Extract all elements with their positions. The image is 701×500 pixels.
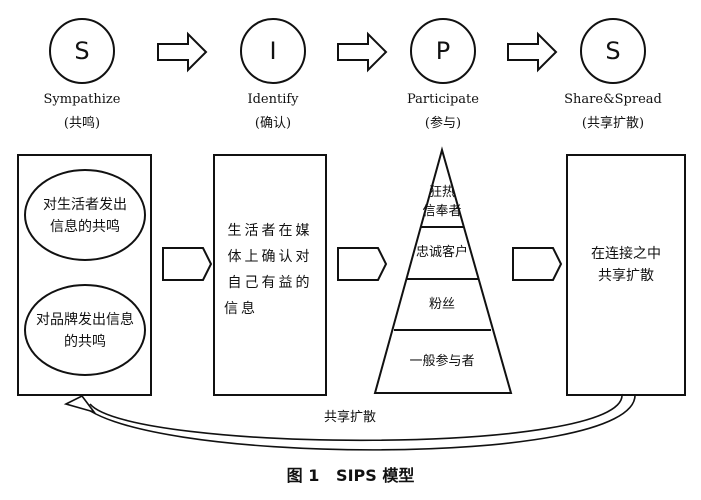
stage-i-circle: I (240, 18, 306, 84)
text-line: 信奉者 (422, 204, 462, 219)
stage-letter: S (74, 37, 90, 65)
mid-arrow-2 (337, 247, 388, 281)
panel-share-spread (566, 154, 686, 396)
feedback-arrow-outer (77, 393, 636, 451)
pyramid-label-enthusiasts: 狂热 信奉者 (412, 183, 472, 221)
top-arrow-3 (507, 31, 558, 73)
text-line: 在连接之中 (591, 246, 661, 262)
stage-share-circle: S (580, 18, 646, 84)
ellipse-top-text: 对生活者发出 信息的共鸣 (28, 194, 142, 238)
text-line: 的共鸣 (64, 334, 106, 350)
text-line: 生活者在媒 (227, 223, 313, 239)
stage-zh-sympathize: (共鸣) (63, 116, 101, 131)
text-line: 体上确认对 (227, 249, 313, 265)
text-line: 信息 (224, 301, 258, 317)
stage-zh-participate: (参与) (424, 116, 462, 131)
top-arrow-1 (157, 31, 208, 73)
ellipse-consumer-info (24, 169, 146, 261)
panel-identify (213, 154, 327, 396)
stage-zh-identify: (确认) (254, 116, 292, 131)
pyramid-label-participants: 一般参与者 (409, 354, 475, 369)
stage-p-circle: P (410, 18, 476, 84)
stage-s-circle: S (49, 18, 115, 84)
stage-name-participate: Participate (407, 92, 479, 107)
feedback-arrow-head (63, 394, 97, 414)
text-line: 对生活者发出 (43, 197, 127, 213)
mid-arrow-1 (162, 247, 213, 281)
feedback-arrow-inner (89, 393, 623, 442)
ellipse-brand-info (24, 284, 146, 376)
pyramid-label-fans: 粉丝 (428, 297, 455, 312)
text-line: 狂热 (428, 185, 455, 200)
text-line: 共享扩散 (598, 268, 654, 284)
text-line: 信息的共鸣 (50, 219, 120, 235)
share-spread-text: 在连接之中 共享扩散 (569, 243, 683, 287)
stage-letter: S (605, 37, 621, 65)
identify-text: 生活者在媒 体上确认对 自己有益的 信息 (216, 218, 324, 322)
pyramid (373, 146, 513, 394)
text-line: 自己有益的 (227, 275, 313, 291)
top-arrow-2 (337, 31, 388, 73)
stage-name-identify: Identify (247, 92, 299, 107)
pyramid-label-loyal: 忠诚客户 (415, 245, 468, 260)
stage-name-sympathize: Sympathize (43, 92, 121, 107)
text-line: 对品牌发出信息 (36, 312, 134, 328)
mid-arrow-3 (512, 247, 563, 281)
stage-letter: I (269, 37, 277, 65)
stage-name-share-spread: Share&Spread (564, 92, 662, 107)
stage-letter: P (435, 37, 451, 65)
figure-caption: 图 1 SIPS 模型 (286, 466, 415, 485)
stage-zh-share-spread: (共享扩散) (581, 116, 645, 131)
feedback-label: 共享扩散 (323, 410, 376, 425)
ellipse-bottom-text: 对品牌发出信息 的共鸣 (24, 309, 146, 353)
